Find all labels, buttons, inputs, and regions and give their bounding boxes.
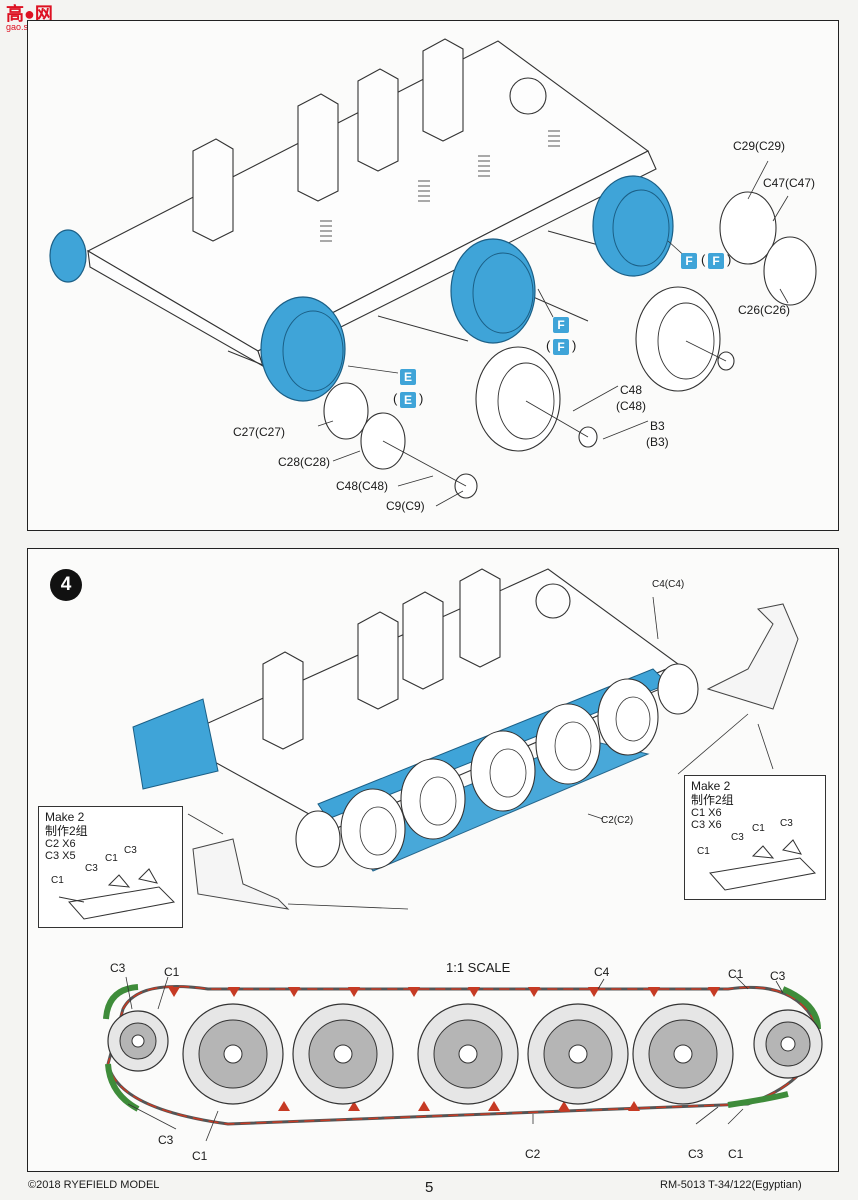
label-c9: C9(C9) [386, 499, 425, 513]
scale-c1-tl: C1 [164, 965, 180, 979]
label-c48: C48 [620, 383, 643, 397]
note-left-c3a: C3 [124, 845, 137, 856]
track-link-sketch-right [709, 839, 817, 891]
watermark-logo: 高●网 [6, 4, 53, 24]
part-f-badge-alt: F [708, 253, 724, 269]
scale-c3-br: C3 [688, 1147, 704, 1161]
part-f-badge: F [681, 253, 697, 269]
note-right-line1: C1 X6 [691, 807, 722, 819]
note-box-right: Make 2 制作2组 C1 X6 C3 X6 C3 C1 C3 C1 [684, 775, 826, 900]
paren-open-2: ( [546, 338, 551, 353]
paren-close-3: ) [419, 391, 424, 406]
part-e-badge-alt: E [400, 392, 416, 408]
note-right-c1a: C1 [752, 823, 765, 834]
note-right-make: Make 2 [691, 779, 731, 793]
label-c2-mid: C2(C2) [601, 815, 634, 826]
note-left-line1: C2 X6 [45, 838, 76, 850]
paren-open-3: ( [393, 391, 398, 406]
part-f-badge-2-alt: F [553, 339, 569, 355]
note-right-c3a: C3 [780, 818, 793, 829]
label-c4-top: C4(C4) [652, 579, 685, 590]
paren-open: ( [701, 252, 706, 267]
label-c47: C47(C47) [763, 176, 816, 190]
label-c48-paren: (C48) [616, 399, 647, 413]
page-number: 5 [425, 1179, 434, 1196]
label-c27: C27(C27) [233, 425, 286, 439]
track-assembly-illustration [103, 568, 823, 1142]
label-b3-paren: (B3) [646, 435, 669, 449]
label-b3: B3 [650, 419, 665, 433]
scale-c1-tr: C1 [728, 967, 744, 981]
part-e-badge: E [400, 369, 416, 385]
note-left-c1b: C1 [51, 875, 64, 886]
label-c28: C28(C28) [278, 455, 331, 469]
label-c26: C26(C26) [738, 303, 791, 317]
label-c48-c48: C48(C48) [336, 479, 389, 493]
step-number: 4 [50, 569, 82, 601]
step-4-panel: 4 C4(C4) C2(C2) Make 2 制作2组 C2 X6 C3 X5 … [27, 548, 839, 1172]
scale-c2: C2 [525, 1147, 541, 1161]
paren-close-2: ) [572, 338, 577, 353]
scale-c1-bl: C1 [192, 1149, 208, 1163]
note-left-line2: C3 X5 [45, 850, 76, 862]
note-left-c1a: C1 [105, 853, 118, 864]
scale-c3-bl: C3 [158, 1133, 174, 1147]
scale-c1-br: C1 [728, 1147, 744, 1161]
note-left-make: Make 2 [45, 810, 85, 824]
footer-product-code: RM-5013 T-34/122(Egyptian) [660, 1179, 802, 1191]
note-right-c1b: C1 [697, 846, 710, 857]
label-c29: C29(C29) [733, 139, 786, 153]
part-f-badge-2: F [553, 317, 569, 333]
step-3-panel: C29(C29) C47(C47) C26(C26) C48 (C48) B3 … [27, 20, 839, 531]
paren-close: ) [727, 252, 732, 267]
note-right-line2: C3 X6 [691, 819, 722, 831]
note-left-cn: 制作2组 [45, 824, 88, 838]
scale-c3-tr: C3 [770, 969, 786, 983]
scale-c4: C4 [594, 965, 610, 979]
scale-label: 1:1 SCALE [446, 960, 511, 975]
scale-c3-tl: C3 [110, 961, 126, 975]
note-left-c3b: C3 [85, 863, 98, 874]
track-link-sketch-left [58, 868, 176, 920]
note-box-left: Make 2 制作2组 C2 X6 C3 X5 C3 C1 C3 C1 [38, 806, 183, 928]
hull-wheels-illustration [49, 38, 817, 507]
note-right-cn: 制作2组 [691, 793, 734, 807]
note-right-c3b: C3 [731, 832, 744, 843]
footer-copyright: ©2018 RYEFIELD MODEL [28, 1179, 160, 1191]
